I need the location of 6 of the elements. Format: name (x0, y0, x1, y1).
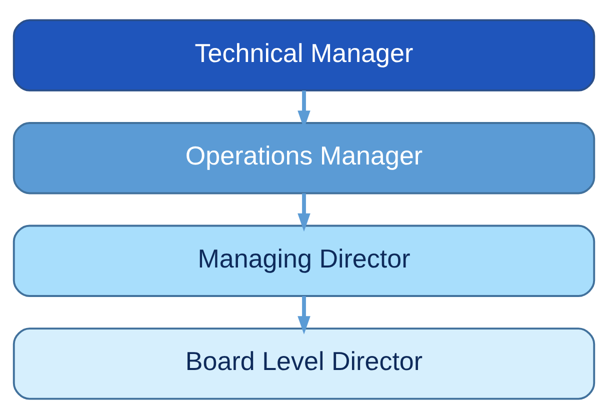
arrow (298, 296, 310, 334)
node-box: Managing Director (12, 224, 596, 296)
arrow (298, 192, 310, 232)
node-box: Board Level Director (12, 327, 596, 400)
node-box: Operations Manager (12, 122, 596, 194)
node-box: Technical Manager (12, 18, 596, 91)
